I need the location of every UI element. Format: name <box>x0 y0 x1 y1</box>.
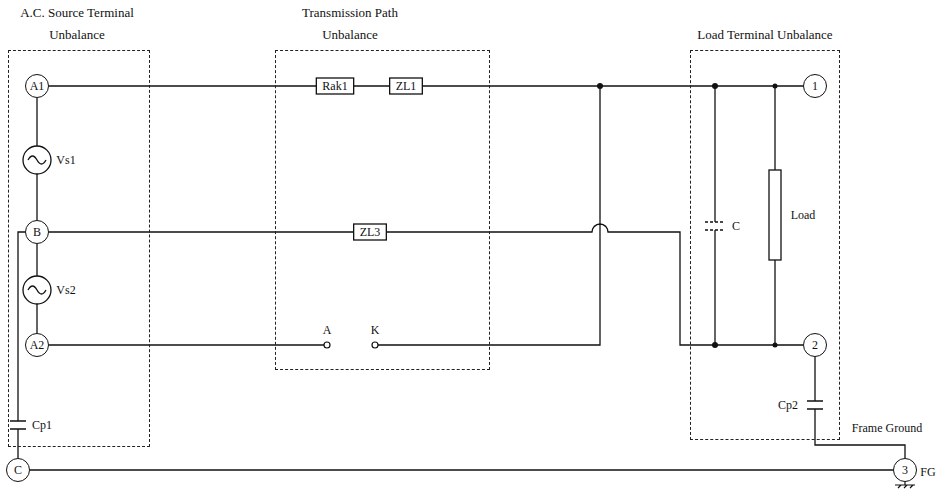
terminal-circle: 1 <box>803 74 827 98</box>
ac-source-symbols <box>23 146 51 304</box>
junction-dot <box>773 84 778 89</box>
wire <box>30 469 893 470</box>
ac-source-symbol <box>23 276 51 304</box>
capacitor-symbol <box>807 401 823 409</box>
junction-dot <box>773 343 778 348</box>
ground-name: FG <box>920 466 935 478</box>
terminal-name: 2 <box>812 339 818 351</box>
source-name: Vs2 <box>56 284 75 296</box>
source-region: A.C. Source Terminal UnbalanceA1BA2 <box>8 50 150 447</box>
wire <box>49 344 324 345</box>
switch-terminal <box>324 342 330 348</box>
junction-dot <box>712 83 718 89</box>
capacitor-name: Cp1 <box>32 419 52 431</box>
junction-dot <box>597 83 603 89</box>
ground-symbol <box>895 482 915 488</box>
capacitor-symbols <box>10 222 823 429</box>
impedance-name: ZL3 <box>360 226 381 238</box>
capacitor-name: Cp2 <box>778 399 798 411</box>
dashed-outline <box>8 50 150 447</box>
dashed-outline <box>690 50 840 440</box>
terminal-circle: C <box>6 458 30 482</box>
impedance-symbol <box>354 224 387 240</box>
capacitor-name: C <box>732 220 740 232</box>
capacitor-symbol <box>705 222 725 230</box>
dashed-outline <box>275 50 490 370</box>
terminal-name: C <box>14 464 22 476</box>
terminal-circle: A1 <box>25 74 49 98</box>
capacitor-gap <box>808 401 822 409</box>
impedance-symbol <box>390 78 423 94</box>
ac-source-symbol <box>23 146 51 174</box>
wire-group <box>49 86 775 345</box>
capacitor-symbol <box>10 421 26 429</box>
wire <box>815 357 905 458</box>
terminal-name: A2 <box>30 339 45 351</box>
terminal-name: B <box>33 226 41 238</box>
capacitor-gap <box>11 421 25 429</box>
resistor-symbol <box>769 170 781 260</box>
sine-mark <box>28 286 46 294</box>
load-name: Load <box>791 209 816 221</box>
switch-terminal <box>372 342 378 348</box>
switch-terminal-name: K <box>371 324 380 336</box>
terminal-circle: B <box>25 220 49 244</box>
ground-name: Frame Ground <box>852 422 922 434</box>
ground-symbol <box>895 482 915 488</box>
terminal-circle: 2 <box>803 333 827 357</box>
resistor-symbol <box>316 78 353 94</box>
switch-terminals <box>324 342 378 348</box>
terminal-name: A1 <box>30 80 45 92</box>
resistor-name: Rak1 <box>322 80 347 92</box>
impedance-name: ZL1 <box>396 80 417 92</box>
transmission-region: Transmission Path Unbalance <box>275 50 490 370</box>
region-heading: Transmission Path Unbalance <box>285 2 415 46</box>
resistor-symbols <box>316 78 781 260</box>
region-heading: A.C. Source Terminal Unbalance <box>2 2 152 46</box>
wire <box>378 86 600 345</box>
terminal-circle: 3 <box>893 458 917 482</box>
terminal-name: 3 <box>902 464 908 476</box>
sine-mark <box>28 156 46 164</box>
switch-terminal-name: A <box>323 324 332 336</box>
junction-dots <box>597 83 778 348</box>
load-region: Load Terminal Unbalance12 <box>690 50 840 440</box>
source-name: Vs1 <box>56 154 75 166</box>
capacitor-gap <box>706 222 724 230</box>
junction-dot <box>712 342 718 348</box>
terminal-circle: A2 <box>25 333 49 357</box>
terminal-name: 1 <box>812 80 818 92</box>
region-heading: Load Terminal Unbalance <box>695 24 835 46</box>
wire <box>714 86 715 345</box>
